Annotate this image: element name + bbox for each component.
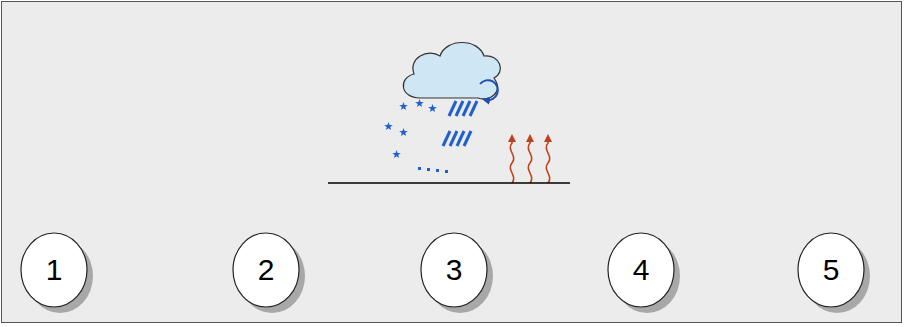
numbered-circle: 5 — [797, 232, 879, 318]
circulation-arrow — [480, 80, 498, 100]
circle-body — [798, 233, 864, 307]
cloud — [403, 43, 500, 99]
callout-number: 2 — [232, 232, 300, 308]
rain-streaks — [443, 101, 477, 146]
callout-number: 4 — [607, 232, 675, 308]
callout-number: 3 — [420, 232, 488, 308]
circle-body — [21, 233, 87, 307]
drizzle-dots — [418, 167, 448, 173]
numbered-circle: 2 — [232, 232, 314, 318]
ground-line — [328, 182, 570, 183]
numbered-circle: 3 — [420, 232, 502, 318]
numbered-circle: 1 — [20, 232, 102, 318]
numbered-circle: 4 — [607, 232, 689, 318]
snow-stars — [384, 99, 437, 158]
heat-flux-arrows — [510, 138, 549, 183]
panel-frame — [2, 2, 902, 323]
callout-number: 1 — [20, 232, 88, 308]
circle-body — [608, 233, 674, 307]
circle-body — [233, 233, 299, 307]
callout-number: 5 — [797, 232, 865, 308]
circle-body — [421, 233, 487, 307]
